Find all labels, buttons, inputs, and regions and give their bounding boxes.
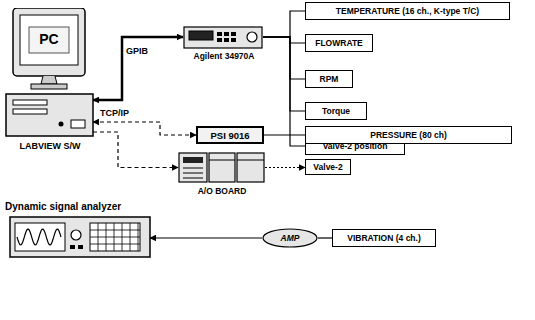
- board-rack-icon: [178, 152, 268, 184]
- instrument-icon: [183, 26, 265, 50]
- connector: [93, 37, 183, 100]
- connector: [93, 122, 196, 135]
- pressure-scanner: PSI 9016: [196, 126, 264, 144]
- computer-icon: [5, 8, 95, 138]
- box-label: PRESSURE (80 ch): [370, 130, 447, 140]
- box-label: RPM: [320, 74, 339, 84]
- box-label: Torque: [322, 106, 350, 116]
- output-board: A/O BOARD: [178, 152, 268, 200]
- connector: [263, 37, 305, 79]
- instrument-label: Agilent 34970A: [183, 51, 265, 61]
- connector: [265, 167, 305, 168]
- connector: [318, 237, 332, 238]
- link-label: TCP/IP: [99, 108, 130, 118]
- box-label: TEMPERATURE (16 ch., K-type T/C): [336, 6, 479, 16]
- device-outline: [178, 152, 265, 183]
- connector: [263, 37, 305, 43]
- connector: [93, 132, 178, 168]
- sensor-box: Torque: [305, 102, 367, 120]
- sensor-box: PRESSURE (80 ch): [305, 126, 512, 144]
- box-label: VIBRATION (4 ch.): [347, 233, 421, 243]
- sensor-box: VIBRATION (4 ch.): [332, 229, 436, 247]
- box-label: PSI 9016: [210, 130, 249, 141]
- device-outline: [10, 217, 150, 257]
- link-label: GPIB: [125, 46, 149, 56]
- analyzer-heading: Dynamic signal analyzer: [5, 201, 121, 212]
- connector: [264, 134, 305, 135]
- computer-label: PC: [20, 31, 78, 47]
- box-label: AMP: [281, 233, 300, 243]
- connector: [150, 237, 262, 238]
- software-label: LABVIEW S/W: [5, 141, 95, 151]
- connector: [263, 37, 305, 146]
- amplifier-ellipse: AMP: [262, 228, 318, 248]
- sensor-box: TEMPERATURE (16 ch., K-type T/C): [305, 2, 510, 20]
- connector: [263, 37, 305, 111]
- sensor-box: RPM: [305, 70, 353, 88]
- actuator-box: Valve-2: [305, 159, 351, 175]
- box-label: FLOWRATE: [315, 38, 363, 48]
- sensor-box: FLOWRATE: [305, 34, 373, 52]
- device-outline: [183, 26, 263, 48]
- device-outline: [5, 94, 93, 136]
- computer: PC LABVIEW S/W: [5, 8, 95, 158]
- board-label: A/O BOARD: [178, 186, 266, 196]
- connector: [263, 11, 305, 37]
- signal-analyzer: Dynamic signal analyzer: [4, 201, 164, 261]
- data-logger: Agilent 34970A: [183, 26, 265, 64]
- box-label: Valve-2: [313, 162, 342, 172]
